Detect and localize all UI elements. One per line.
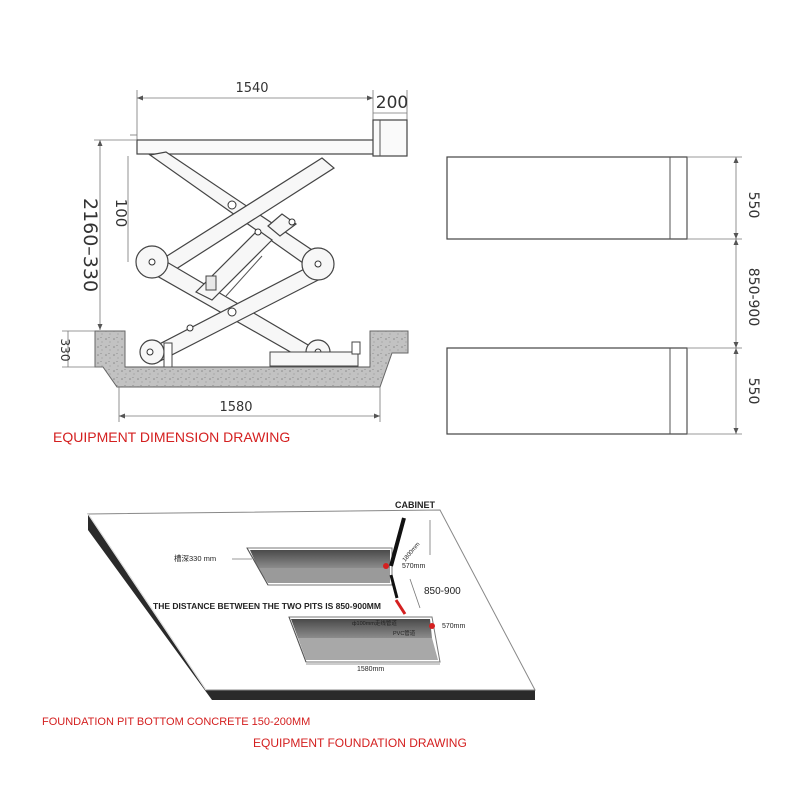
dim-bottom-width: 1580 <box>219 400 252 415</box>
dim-pit1: 550 <box>745 192 761 219</box>
gap-label: 850-900 <box>424 586 461 597</box>
dim-platform: 100 <box>112 199 130 228</box>
caption-foundation-drawing: EQUIPMENT FOUNDATION DRAWING <box>253 736 467 750</box>
pit1-width-label: 570mm <box>402 563 426 570</box>
dim-gap: 850-900 <box>745 268 761 327</box>
dim-height: 2160–330 <box>79 198 101 292</box>
pipe-label: ф100mm走线管道 <box>352 619 397 627</box>
dim-pit2: 550 <box>745 378 761 405</box>
pit-depth-label: 槽深330 mm <box>174 553 216 563</box>
dim-pit-depth: 330 <box>58 339 72 362</box>
pvc-label: PVC管道 <box>393 629 416 637</box>
cabinet-label: CABINET <box>395 500 436 510</box>
dim-top-width: 1540 <box>235 81 268 96</box>
plan-view: 550 850-900 550 <box>446 156 761 435</box>
distance-note: THE DISTANCE BETWEEN THE TWO PITS IS 850… <box>153 601 381 611</box>
side-view: 1540 200 <box>53 81 409 445</box>
pit-length-label: 1580mm <box>357 666 384 673</box>
foundation-view: CABINET 槽深330 mm 1800mm 570mm 850-900 TH… <box>42 500 536 750</box>
concrete-note: FOUNDATION PIT BOTTOM CONCRETE 150-200MM <box>42 716 310 728</box>
pit2-width-label: 570mm <box>442 623 466 630</box>
dim-top-extra: 200 <box>376 93 408 113</box>
caption-dimension-drawing: EQUIPMENT DIMENSION DRAWING <box>53 429 290 445</box>
